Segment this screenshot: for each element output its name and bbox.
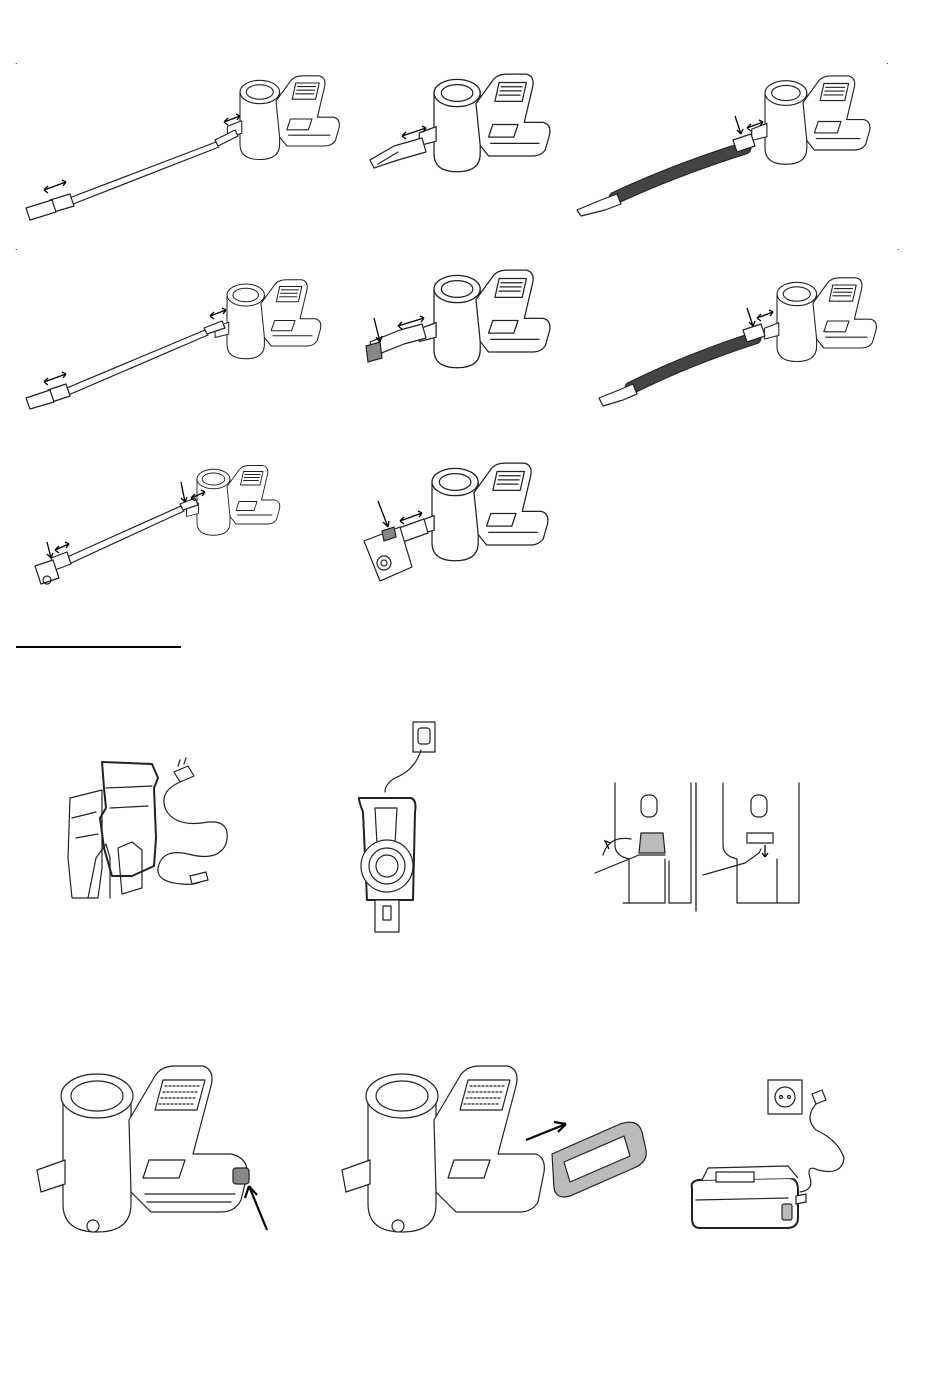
section-heading-underline bbox=[16, 646, 181, 648]
wall-mount-and-charger-illustration bbox=[62, 758, 237, 908]
page-marker: . bbox=[15, 57, 18, 66]
page-marker: . bbox=[886, 57, 889, 66]
handheld-vacuum-mini-turbo-brush-illustration bbox=[360, 455, 560, 595]
wall-mount-cable-routing-illustration bbox=[595, 783, 810, 911]
stick-vacuum-extension-tube-floor-brush-illustration bbox=[22, 70, 332, 220]
handheld-vacuum-crevice-tool-illustration bbox=[368, 68, 558, 178]
stick-vacuum-tube-assembly-illustration bbox=[22, 276, 332, 411]
vacuum-hose-release-illustration bbox=[597, 272, 862, 407]
stick-vacuum-release-buttons-illustration bbox=[25, 462, 280, 592]
handheld-vacuum-brush-tool-release-illustration bbox=[360, 262, 560, 372]
page-marker: . bbox=[897, 243, 900, 252]
page-marker: . bbox=[15, 243, 18, 252]
wall-mount-plugged-in-illustration bbox=[355, 720, 455, 935]
battery-removal-illustration bbox=[340, 1062, 655, 1242]
battery-charging-illustration bbox=[688, 1078, 863, 1233]
vacuum-flexible-hose-illustration bbox=[575, 70, 860, 220]
battery-release-button-illustration bbox=[35, 1062, 275, 1242]
